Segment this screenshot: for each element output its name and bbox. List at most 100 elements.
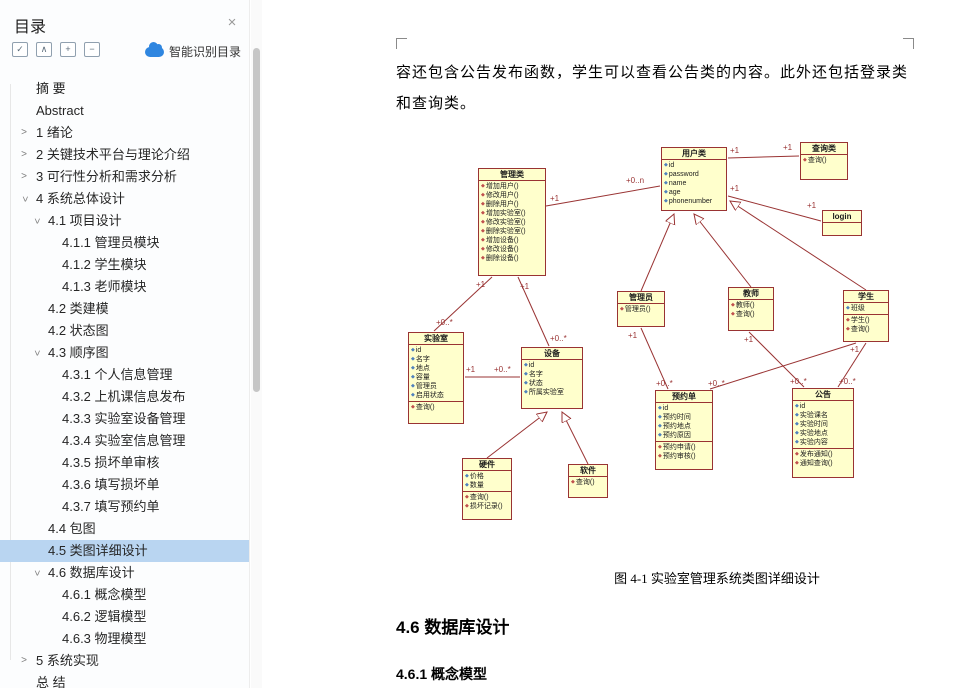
uml-class-login-class[interactable]: login xyxy=(822,210,862,236)
uml-class-reservation[interactable]: 预约单◆id◆预约时间◆预约地点◆预约原因◆预约申请()◆预约审核() xyxy=(655,390,713,470)
toc-item-12[interactable]: >4.3 顺序图 xyxy=(0,342,249,364)
toc-item-24[interactable]: 4.6.2 逻辑模型 xyxy=(0,606,249,628)
uml-class-lab[interactable]: 实验室◆id◆名字◆地点◆容量◆管理员◆启用状态◆查询() xyxy=(408,332,464,424)
smart-toc-button[interactable]: 智能识别目录 xyxy=(144,41,241,60)
toc-item-label: 4.6.2 逻辑模型 xyxy=(62,609,147,624)
uml-class-user-class[interactable]: 用户类◆id◆password◆name◆age◆phonenumber xyxy=(661,147,727,211)
sidebar-scrollbar[interactable] xyxy=(251,0,262,688)
toc-item-22[interactable]: >4.6 数据库设计 xyxy=(0,562,249,584)
attribute-icon: ◆ xyxy=(795,421,799,427)
uml-attribute: id xyxy=(668,162,675,169)
toc-item-19[interactable]: 4.3.7 填写预约单 xyxy=(0,496,249,518)
toc-item-3[interactable]: >2 关键技术平台与理论介绍 xyxy=(0,144,249,166)
operation-icon: ◆ xyxy=(481,237,485,243)
uml-class-manage-class[interactable]: 管理类◆增加用户()◆修改用户()◆删除用户()◆增加实验室()◆修改实验室()… xyxy=(478,168,546,276)
toc-item-4[interactable]: >3 可行性分析和需求分析 xyxy=(0,166,249,188)
uml-diagram: 管理类◆增加用户()◆修改用户()◆删除用户()◆增加实验室()◆修改实验室()… xyxy=(262,0,973,688)
uml-class-software[interactable]: 软件◆查询() xyxy=(568,464,608,498)
chevron-right-icon[interactable]: > xyxy=(21,171,27,182)
multiplicity-label: +1 xyxy=(807,201,817,210)
toc-item-label: 4.3.6 填写损坏单 xyxy=(62,477,160,492)
uml-operation: 查询() xyxy=(415,404,435,411)
chevron-right-icon[interactable]: > xyxy=(21,127,27,138)
attribute-icon: ◆ xyxy=(524,362,528,368)
toc-item-23[interactable]: 4.6.1 概念模型 xyxy=(0,584,249,606)
uml-attribute: 实验时间 xyxy=(799,421,828,428)
operation-icon: ◆ xyxy=(795,451,799,457)
uml-attribute: 地点 xyxy=(415,365,430,372)
multiplicity-label: +0..* xyxy=(790,377,807,386)
operation-icon: ◆ xyxy=(465,503,469,509)
toc-item-16[interactable]: 4.3.4 实验室信息管理 xyxy=(0,430,249,452)
uml-operation: 增加设备() xyxy=(485,237,519,244)
chevron-right-icon[interactable]: > xyxy=(21,655,27,666)
toc-item-14[interactable]: 4.3.2 上机课信息发布 xyxy=(0,386,249,408)
uml-attribute: 名字 xyxy=(415,356,430,363)
operation-icon: ◆ xyxy=(571,479,575,485)
uml-attribute: phonenumber xyxy=(668,198,713,205)
toc-item-11[interactable]: 4.2 状态图 xyxy=(0,320,249,342)
toc-item-5[interactable]: >4 系统总体设计 xyxy=(0,188,249,210)
uml-attribute: 启用状态 xyxy=(415,392,444,399)
toc-item-6[interactable]: >4.1 项目设计 xyxy=(0,210,249,232)
uml-class-device[interactable]: 设备◆id◆名字◆状态◆所属实验室 xyxy=(521,347,583,409)
close-icon[interactable]: × xyxy=(227,14,237,31)
operation-icon: ◆ xyxy=(481,201,485,207)
smart-toc-label: 智能识别目录 xyxy=(168,45,241,59)
toc-checkbox-icon[interactable]: ✓ xyxy=(12,42,28,57)
operation-icon: ◆ xyxy=(481,228,485,234)
toc-item-label: 4.1 项目设计 xyxy=(48,213,122,228)
scrollbar-thumb[interactable] xyxy=(253,48,260,392)
toc-item-2[interactable]: >1 绪论 xyxy=(0,122,249,144)
chevron-down-icon[interactable]: > xyxy=(19,196,30,202)
toc-item-15[interactable]: 4.3.3 实验室设备管理 xyxy=(0,408,249,430)
chevron-down-icon[interactable]: > xyxy=(31,570,42,576)
toc-item-26[interactable]: >5 系统实现 xyxy=(0,650,249,672)
attribute-icon: ◆ xyxy=(465,473,469,479)
uml-class-admin[interactable]: 管理员◆管理员() xyxy=(617,291,665,327)
uml-class-student[interactable]: 学生◆班级◆学生()◆查询() xyxy=(843,290,889,342)
toc-item-label: 4.1.3 老师模块 xyxy=(62,279,147,294)
uml-attribute: 名字 xyxy=(528,371,543,378)
uml-class-announcement[interactable]: 公告◆id◆实验课名◆实验时间◆实验地点◆实验内容◆发布通知()◆通知查询() xyxy=(792,388,854,478)
toc-item-10[interactable]: 4.2 类建模 xyxy=(0,298,249,320)
attribute-icon: ◆ xyxy=(658,423,662,429)
attribute-icon: ◆ xyxy=(411,392,415,398)
toc-item-25[interactable]: 4.6.3 物理模型 xyxy=(0,628,249,650)
toc-item-21[interactable]: 4.5 类图详细设计 xyxy=(0,540,249,562)
toc-collapse-all-icon[interactable]: − xyxy=(84,42,100,57)
toc-item-27[interactable]: 总 结 xyxy=(0,672,249,688)
uml-operation: 发布通知() xyxy=(799,451,833,458)
uml-operation: 查询() xyxy=(575,479,595,486)
chevron-down-icon[interactable]: > xyxy=(31,218,42,224)
toc-item-label: 4.6 数据库设计 xyxy=(48,565,135,580)
toc-item-20[interactable]: 4.4 包图 xyxy=(0,518,249,540)
multiplicity-label: +1 xyxy=(730,184,740,193)
panel-title: 目录 xyxy=(14,19,47,36)
toc-item-18[interactable]: 4.3.6 填写损坏单 xyxy=(0,474,249,496)
operation-icon: ◆ xyxy=(846,326,850,332)
body-paragraph: 容还包含公告发布函数，学生可以查看公告类的内容。此外还包括登录类和查询类。 xyxy=(396,65,909,112)
uml-attribute: 管理员 xyxy=(415,383,437,390)
toc-item-1[interactable]: Abstract xyxy=(0,100,249,122)
chevron-right-icon[interactable]: > xyxy=(21,149,27,160)
toc-item-17[interactable]: 4.3.5 损坏单审核 xyxy=(0,452,249,474)
uml-attribute: 预约时间 xyxy=(662,414,691,421)
toc-item-13[interactable]: 4.3.1 个人信息管理 xyxy=(0,364,249,386)
toc-collapse-level-icon[interactable]: ∧ xyxy=(36,42,52,57)
chevron-down-icon[interactable]: > xyxy=(31,350,42,356)
toc-item-9[interactable]: 4.1.3 老师模块 xyxy=(0,276,249,298)
uml-class-teacher[interactable]: 教师◆教师()◆查询() xyxy=(728,287,774,331)
operation-icon: ◆ xyxy=(658,453,662,459)
multiplicity-label: +1 xyxy=(550,194,560,203)
toc-item-7[interactable]: 4.1.1 管理员模块 xyxy=(0,232,249,254)
toc-item-label: 4.3 顺序图 xyxy=(48,345,109,360)
uml-class-query-class[interactable]: 查询类◆查询() xyxy=(800,142,848,180)
toc-item-8[interactable]: 4.1.2 学生模块 xyxy=(0,254,249,276)
attribute-icon: ◆ xyxy=(795,403,799,409)
toc-item-label: 总 结 xyxy=(36,675,66,688)
toc-expand-all-icon[interactable]: + xyxy=(60,42,76,57)
toc-item-0[interactable]: 摘 要 xyxy=(0,78,249,100)
operation-icon: ◆ xyxy=(731,302,735,308)
uml-class-hardware[interactable]: 硬件◆价格◆数量◆查询()◆损坏记录() xyxy=(462,458,512,520)
